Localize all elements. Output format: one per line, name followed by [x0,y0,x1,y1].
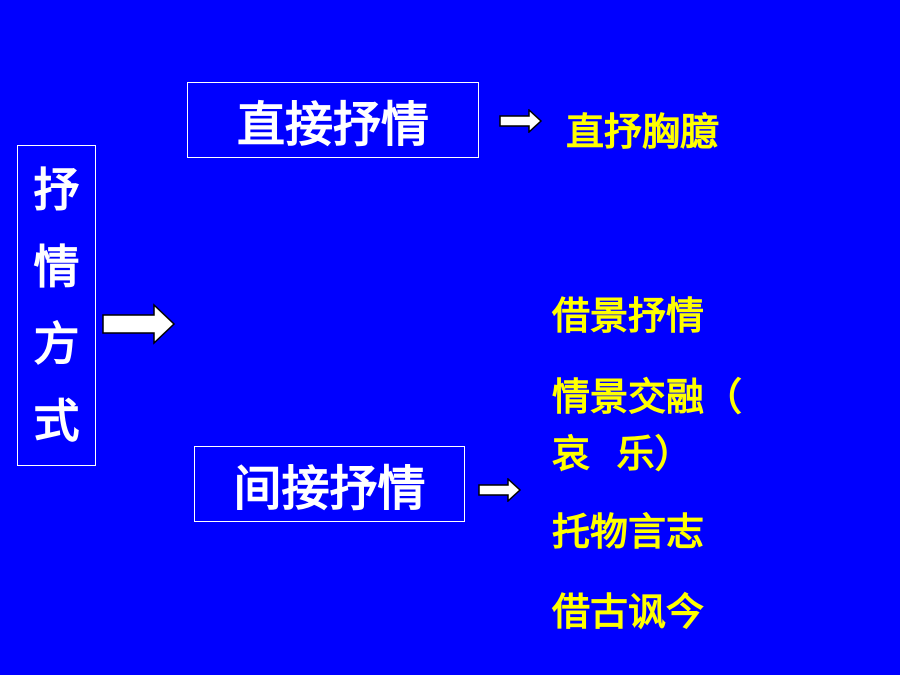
indirect-arrow-icon [478,478,522,502]
root-box: 抒 情 方 式 [17,145,96,466]
indirect-lyric-label: 间接抒情 [233,461,426,517]
root-char: 抒 [33,163,80,218]
direct-lyric-label: 直接抒情 [236,97,429,153]
direct-arrow-icon [499,109,543,133]
indirect-result-item: 情景交融（ [552,375,743,419]
root-char: 方 [33,316,80,371]
root-char: 情 [33,240,80,295]
direct-lyric-box: 直接抒情 [187,82,479,158]
indirect-result-item: 哀 乐） [552,432,693,476]
direct-result-text: 直抒胸臆 [566,110,719,154]
root-char: 式 [33,393,80,448]
indirect-result-item: 托物言志 [552,510,705,554]
indirect-result-item: 借景抒情 [552,294,705,338]
indirect-result-item: 借古讽今 [552,590,705,634]
root-arrow-icon [102,303,176,345]
indirect-lyric-box: 间接抒情 [194,446,465,522]
